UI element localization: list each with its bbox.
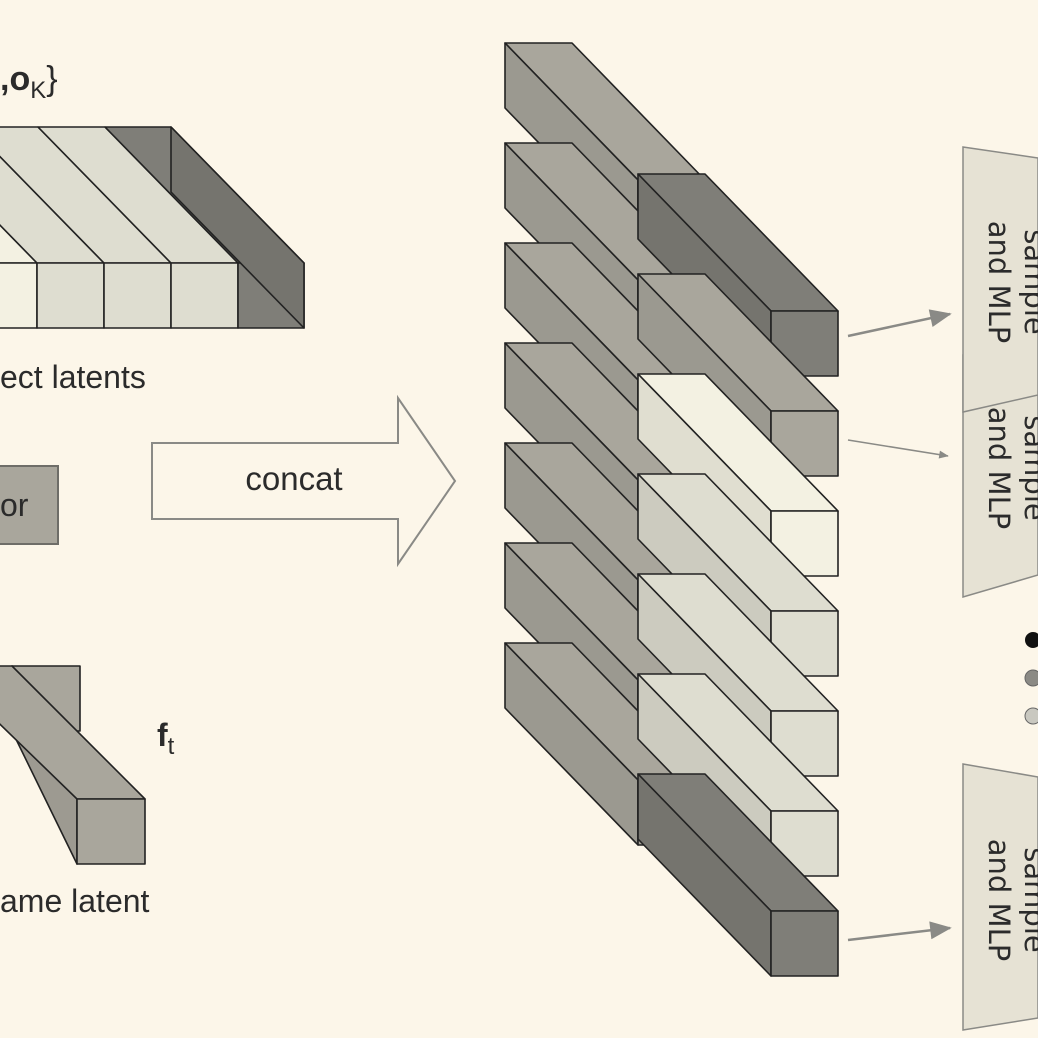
object-strip-front-3 bbox=[170, 262, 239, 329]
object-set-notation: ,oK} bbox=[0, 60, 58, 104]
mlp-head-3-line1: sample bbox=[1018, 847, 1038, 952]
object-latents-label: ect latents bbox=[0, 359, 146, 395]
encoder-box bbox=[0, 465, 59, 545]
mlp-head-2-label: sample and MLP bbox=[982, 407, 1038, 529]
frame-latent-label: ame latent bbox=[0, 883, 150, 919]
object-strip-front-0 bbox=[0, 262, 38, 329]
frame-symbol: ft bbox=[157, 717, 175, 760]
output-arrow-3 bbox=[847, 921, 952, 942]
concat-arrow bbox=[151, 394, 457, 568]
mlp-head-3 bbox=[962, 763, 1038, 1031]
object-strip-front-1 bbox=[36, 262, 105, 329]
output-arrow-1 bbox=[847, 309, 952, 338]
concat-label: concat bbox=[245, 460, 342, 497]
object-slab-side bbox=[170, 126, 305, 329]
ellipsis-dot-mid bbox=[1024, 669, 1038, 687]
object-latents-slab bbox=[0, 126, 305, 329]
stack-object-face-6 bbox=[770, 910, 839, 977]
mlp-head-3-line2: and MLP bbox=[982, 839, 1016, 961]
concatenated-latent-stack bbox=[504, 42, 839, 977]
object-strip-front-2 bbox=[103, 262, 172, 329]
ellipsis-dot-light bbox=[1024, 707, 1038, 725]
mlp-head-1-line2: and MLP bbox=[982, 221, 1016, 343]
frame-bar-front bbox=[76, 798, 146, 865]
frame-latent-bar bbox=[0, 665, 146, 865]
mlp-head-3-label: sample and MLP bbox=[982, 839, 1038, 961]
mlp-head-2-line2: and MLP bbox=[982, 407, 1016, 529]
encoder-label: or bbox=[0, 487, 29, 523]
ellipsis-dot-dark bbox=[1025, 632, 1038, 648]
mlp-head-1-label: sample and MLP bbox=[982, 221, 1038, 343]
mlp-head-1-line1: sample bbox=[1018, 229, 1038, 334]
mlp-head-1 bbox=[962, 146, 1038, 413]
mlp-head-2-line1: sample bbox=[1018, 415, 1038, 520]
output-arrow-2 bbox=[847, 439, 949, 459]
